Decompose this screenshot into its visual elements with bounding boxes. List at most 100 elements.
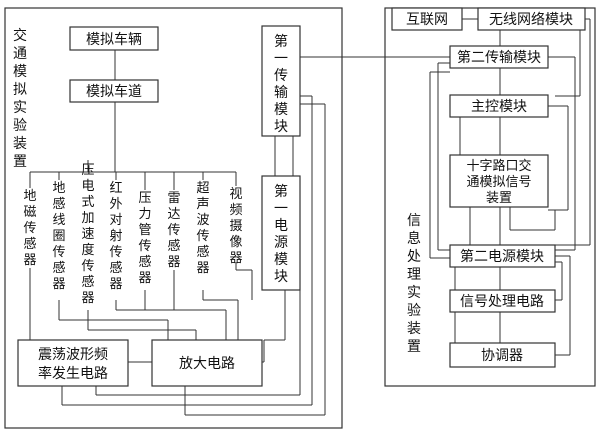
title-char: 实 — [13, 100, 27, 116]
sensor-char: 圈 — [52, 229, 65, 244]
internet-box: 互联网 — [391, 7, 463, 31]
sensor-char: 频 — [229, 203, 242, 218]
internet-label: 互联网 — [406, 12, 448, 28]
sensor-radar: 雷 达 传 感 器 — [167, 191, 180, 270]
sensor-char: 地 — [52, 181, 65, 196]
sensor-char: 感 — [109, 260, 122, 276]
oscillation-label-line1: 震荡波形频 — [38, 347, 108, 363]
sensor-char: 达 — [167, 207, 180, 222]
sensor-geomagnetic: 地 磁 传 感 器 — [23, 189, 36, 268]
title-char: 息 — [407, 230, 421, 247]
sensor-char: 波 — [196, 213, 209, 228]
info-processing-title: 信 息 处 理 实 验 装 置 — [407, 213, 421, 355]
sensor-char: 器 — [167, 255, 180, 270]
module-char: 第 — [274, 33, 288, 50]
sensor-infrared: 红 外 对 射 传 感 器 — [109, 180, 122, 292]
sensor-char: 传 — [81, 259, 94, 274]
sensor-char: 感 — [196, 244, 209, 260]
title-char: 置 — [407, 339, 421, 355]
sensor-char: 雷 — [167, 191, 180, 206]
second-transmission-label: 第二传输模块 — [457, 49, 541, 66]
right-connectors — [429, 18, 591, 356]
sensor-char: 加 — [81, 211, 94, 226]
sensor-char: 感 — [52, 260, 65, 276]
sensor-char: 器 — [23, 253, 36, 268]
traffic-simulation-frame — [4, 7, 343, 429]
sensor-char: 感 — [81, 274, 94, 290]
sensor-char: 感 — [52, 196, 65, 212]
intersection-signal-device-box: 十字路口交 通模拟信号 装置 — [449, 154, 549, 208]
sensor-char: 外 — [109, 197, 122, 212]
second-power-label: 第二电源模块 — [460, 248, 544, 265]
title-char: 验 — [13, 118, 27, 134]
module-char: 输 — [274, 85, 288, 101]
simulated-vehicle-label: 模拟车辆 — [86, 31, 142, 48]
simulated-lane-label: 模拟车道 — [86, 83, 142, 100]
sensor-char: 传 — [109, 245, 122, 260]
sensor-char: 感 — [23, 236, 36, 252]
sensor-char: 器 — [138, 271, 151, 286]
wireless-network-label: 无线网络模块 — [489, 12, 573, 28]
title-char: 验 — [407, 303, 421, 319]
sensor-char: 器 — [196, 261, 209, 276]
sensor-char: 速 — [81, 227, 94, 242]
module-char: 模 — [274, 252, 288, 268]
module-char: 源 — [274, 235, 288, 251]
sensor-char: 传 — [23, 221, 36, 236]
sensor-char: 视 — [229, 187, 242, 202]
simulated-lane-box: 模拟车道 — [69, 79, 159, 103]
module-char: 一 — [274, 51, 288, 67]
title-char: 信 — [407, 213, 421, 229]
sensor-char: 传 — [138, 239, 151, 254]
second-power-module-box: 第二电源模块 — [449, 244, 556, 268]
coordinator-box: 协调器 — [449, 342, 556, 368]
simulated-vehicle-box: 模拟车辆 — [69, 26, 159, 51]
sensor-char: 射 — [109, 228, 122, 244]
title-char: 理 — [407, 267, 421, 283]
title-char: 通 — [13, 46, 27, 62]
sensor-char: 传 — [167, 223, 180, 238]
sensor-char: 传 — [52, 245, 65, 260]
sensor-char: 力 — [138, 207, 151, 222]
sensor-char: 器 — [52, 277, 65, 292]
sensor-char: 压 — [81, 163, 94, 178]
title-char: 装 — [407, 321, 421, 337]
sensor-char: 感 — [167, 238, 180, 254]
sensor-char: 像 — [229, 235, 242, 250]
sensor-char: 度 — [81, 242, 94, 258]
sensor-char: 对 — [109, 213, 122, 228]
title-char: 拟 — [13, 82, 27, 98]
module-char: 一 — [274, 201, 288, 217]
sensor-char: 式 — [81, 195, 94, 210]
second-transmission-module-box: 第二传输模块 — [449, 45, 549, 69]
module-char: 电 — [274, 218, 288, 234]
sensor-piezo-accelerometer: 压 电 式 加 速 度 传 感 器 — [81, 163, 94, 306]
sensor-char: 传 — [196, 229, 209, 244]
sensor-ultrasonic: 超 声 波 传 感 器 — [196, 181, 209, 276]
title-char: 装 — [13, 136, 27, 152]
main-control-label: 主控模块 — [471, 99, 527, 115]
wireless-network-module-box: 无线网络模块 — [477, 7, 586, 31]
oscillation-label-line2: 率发生电路 — [38, 365, 108, 382]
sensor-char: 管 — [138, 223, 151, 238]
title-char: 交 — [13, 27, 27, 44]
sensor-char: 器 — [229, 251, 242, 266]
sensor-char: 摄 — [229, 219, 242, 234]
sensor-char: 地 — [23, 189, 36, 204]
first-power-module-box: 第 一 电 源 模 块 — [261, 175, 301, 291]
sensor-char: 声 — [196, 197, 209, 212]
title-char: 实 — [407, 285, 421, 301]
sensor-char: 磁 — [23, 205, 36, 220]
left-connectors — [29, 50, 450, 416]
intersection-label-line3: 装置 — [486, 191, 512, 206]
sensor-induction-loop: 地 感 线 圈 传 感 器 — [52, 181, 65, 292]
sensor-char: 器 — [81, 291, 94, 306]
module-char: 模 — [274, 102, 288, 118]
intersection-label-line2: 通模拟信号 — [466, 175, 531, 190]
sensor-char: 感 — [138, 254, 151, 270]
sensor-video-camera: 视 频 摄 像 器 — [229, 187, 242, 266]
sensor-char: 器 — [109, 277, 122, 292]
intersection-label-line1: 十字路口交 — [466, 158, 531, 174]
title-char: 模 — [13, 64, 27, 80]
